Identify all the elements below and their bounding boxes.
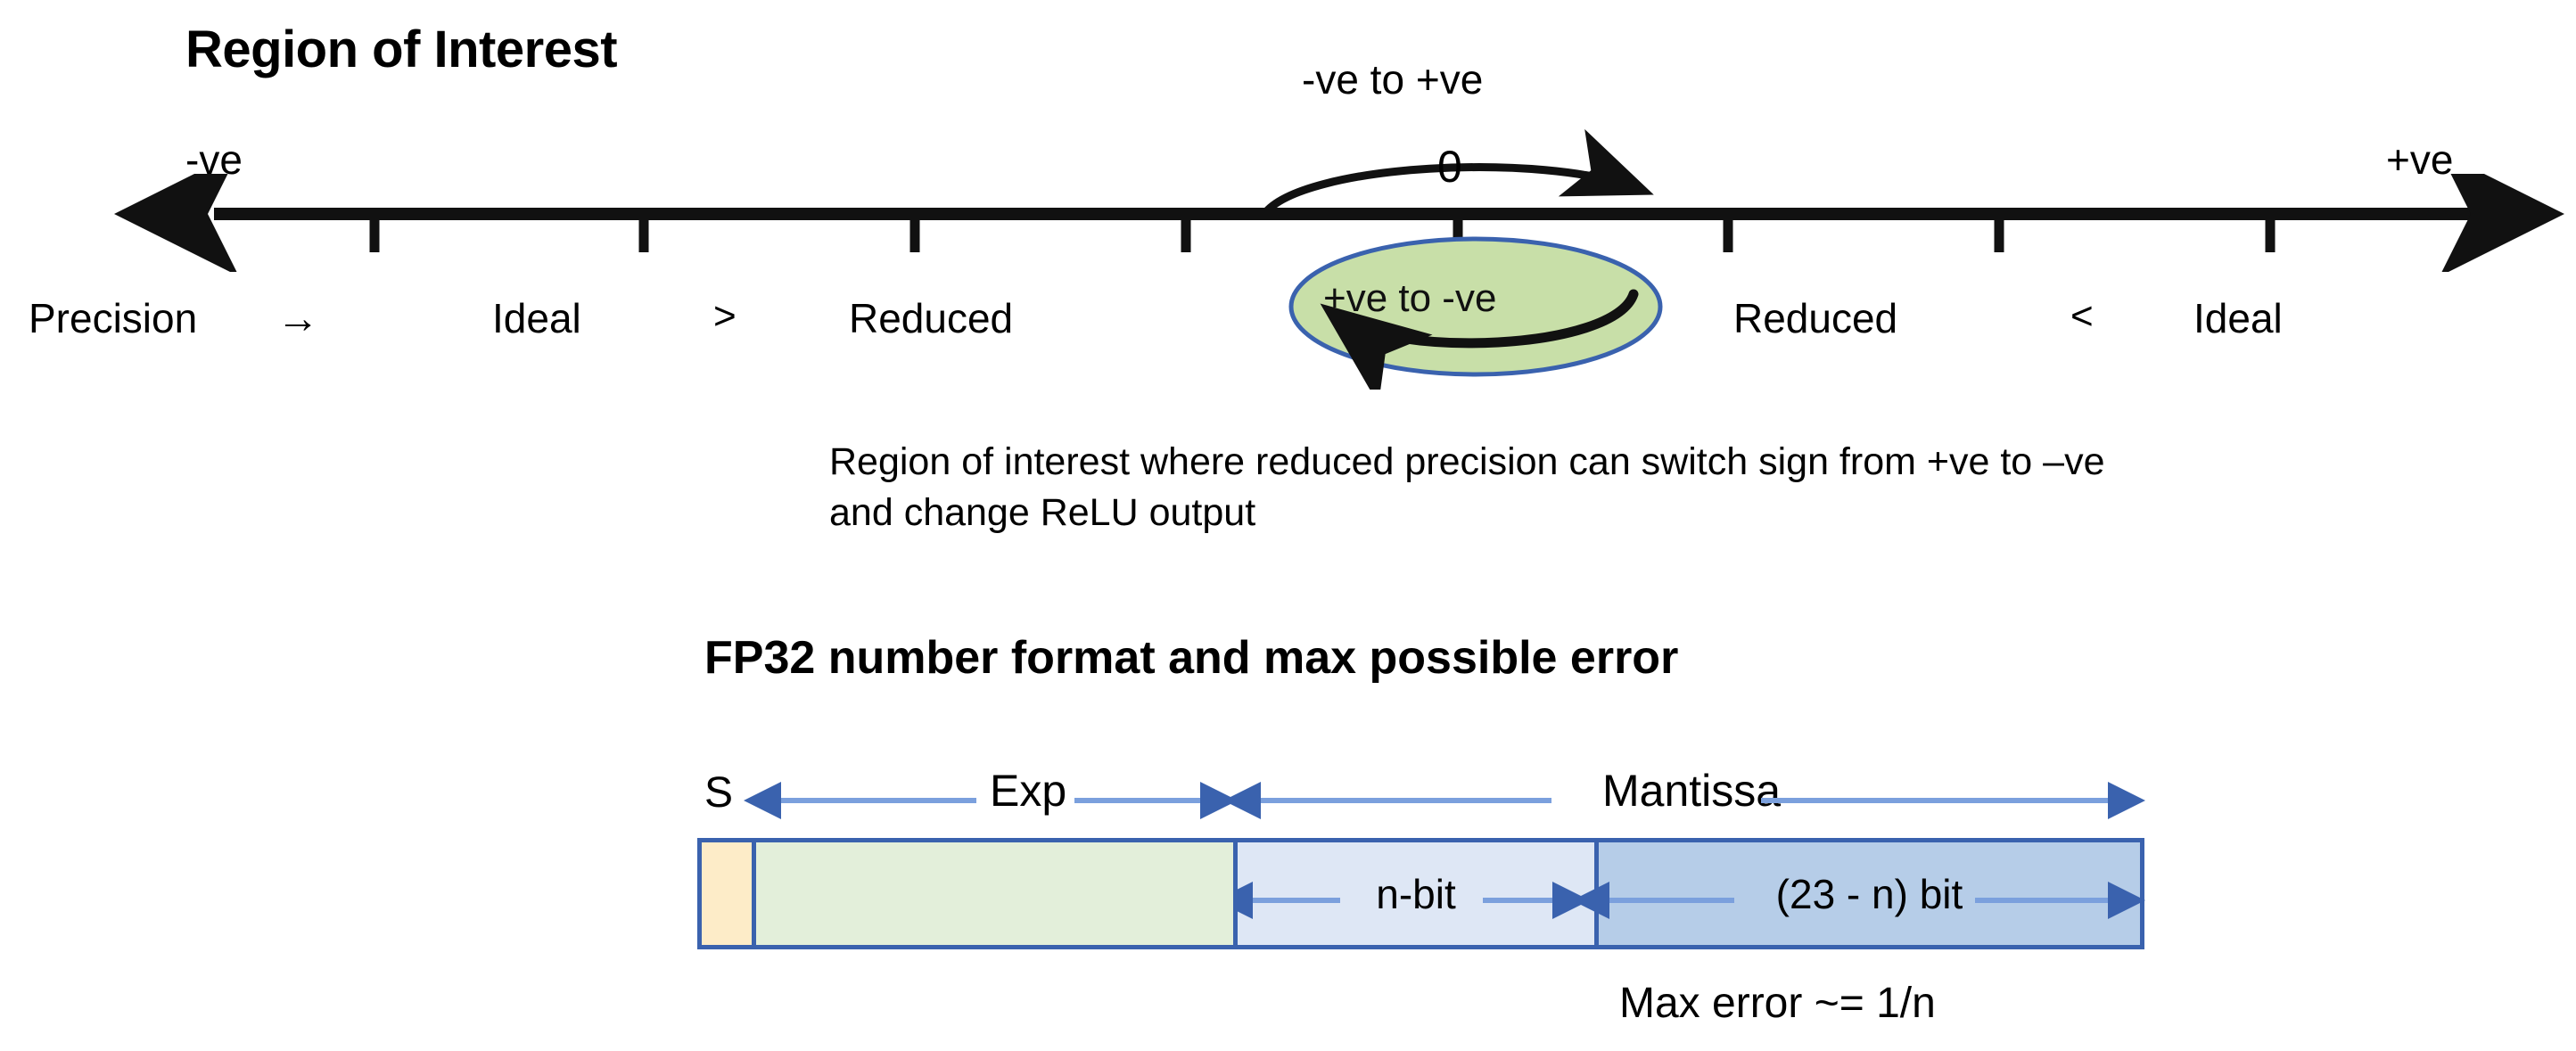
precision-operator-left: > bbox=[713, 294, 737, 338]
precision-arrow-icon: → bbox=[276, 295, 319, 342]
bitfield-sign-cell bbox=[702, 842, 756, 945]
max-error-text: Max error ~= 1/n bbox=[1619, 980, 1936, 1027]
bitfield-exponent-cell bbox=[756, 842, 1238, 945]
arc-label-neg-to-pos: -ve to +ve bbox=[1302, 56, 1484, 103]
bitfield-inner-arrows bbox=[1235, 882, 2145, 919]
precision-label: Precision bbox=[29, 295, 198, 341]
nbit-text: n-bit bbox=[1376, 870, 1456, 917]
precision-operator-right: < bbox=[2070, 294, 2094, 338]
page-title: Region of Interest bbox=[185, 21, 618, 78]
mantissa-field-label: Mantissa bbox=[1602, 766, 1782, 816]
remaining-bits-text: (23 - n) bit bbox=[1775, 870, 1963, 917]
curved-arrow-pos-to-neg bbox=[1320, 289, 1639, 390]
exponent-field-label: Exp bbox=[990, 766, 1067, 816]
fp32-title: FP32 number format and max possible erro… bbox=[704, 632, 1679, 684]
precision-ideal-right: Ideal bbox=[2193, 295, 2283, 341]
ellipse-label-pos-to-neg: +ve to -ve bbox=[1323, 276, 1497, 320]
precision-ideal-left: Ideal bbox=[492, 295, 581, 341]
axis-ticks bbox=[369, 214, 2276, 252]
region-of-interest-ellipse bbox=[1288, 236, 1663, 390]
bitfield-remaining-cell: (23 - n) bit bbox=[1599, 842, 2140, 945]
sign-field-label: S bbox=[704, 769, 734, 817]
fp32-bitfield: n-bit (23 - n) bit bbox=[697, 838, 2144, 949]
roi-caption: Region of interest where reduced precisi… bbox=[829, 440, 2105, 534]
field-span-arrows bbox=[744, 782, 2145, 819]
precision-reduced-right: Reduced bbox=[1733, 295, 1898, 341]
precision-reduced-left: Reduced bbox=[849, 295, 1014, 341]
number-line bbox=[114, 174, 2564, 272]
bitfield-nbit-cell: n-bit bbox=[1238, 842, 1599, 945]
